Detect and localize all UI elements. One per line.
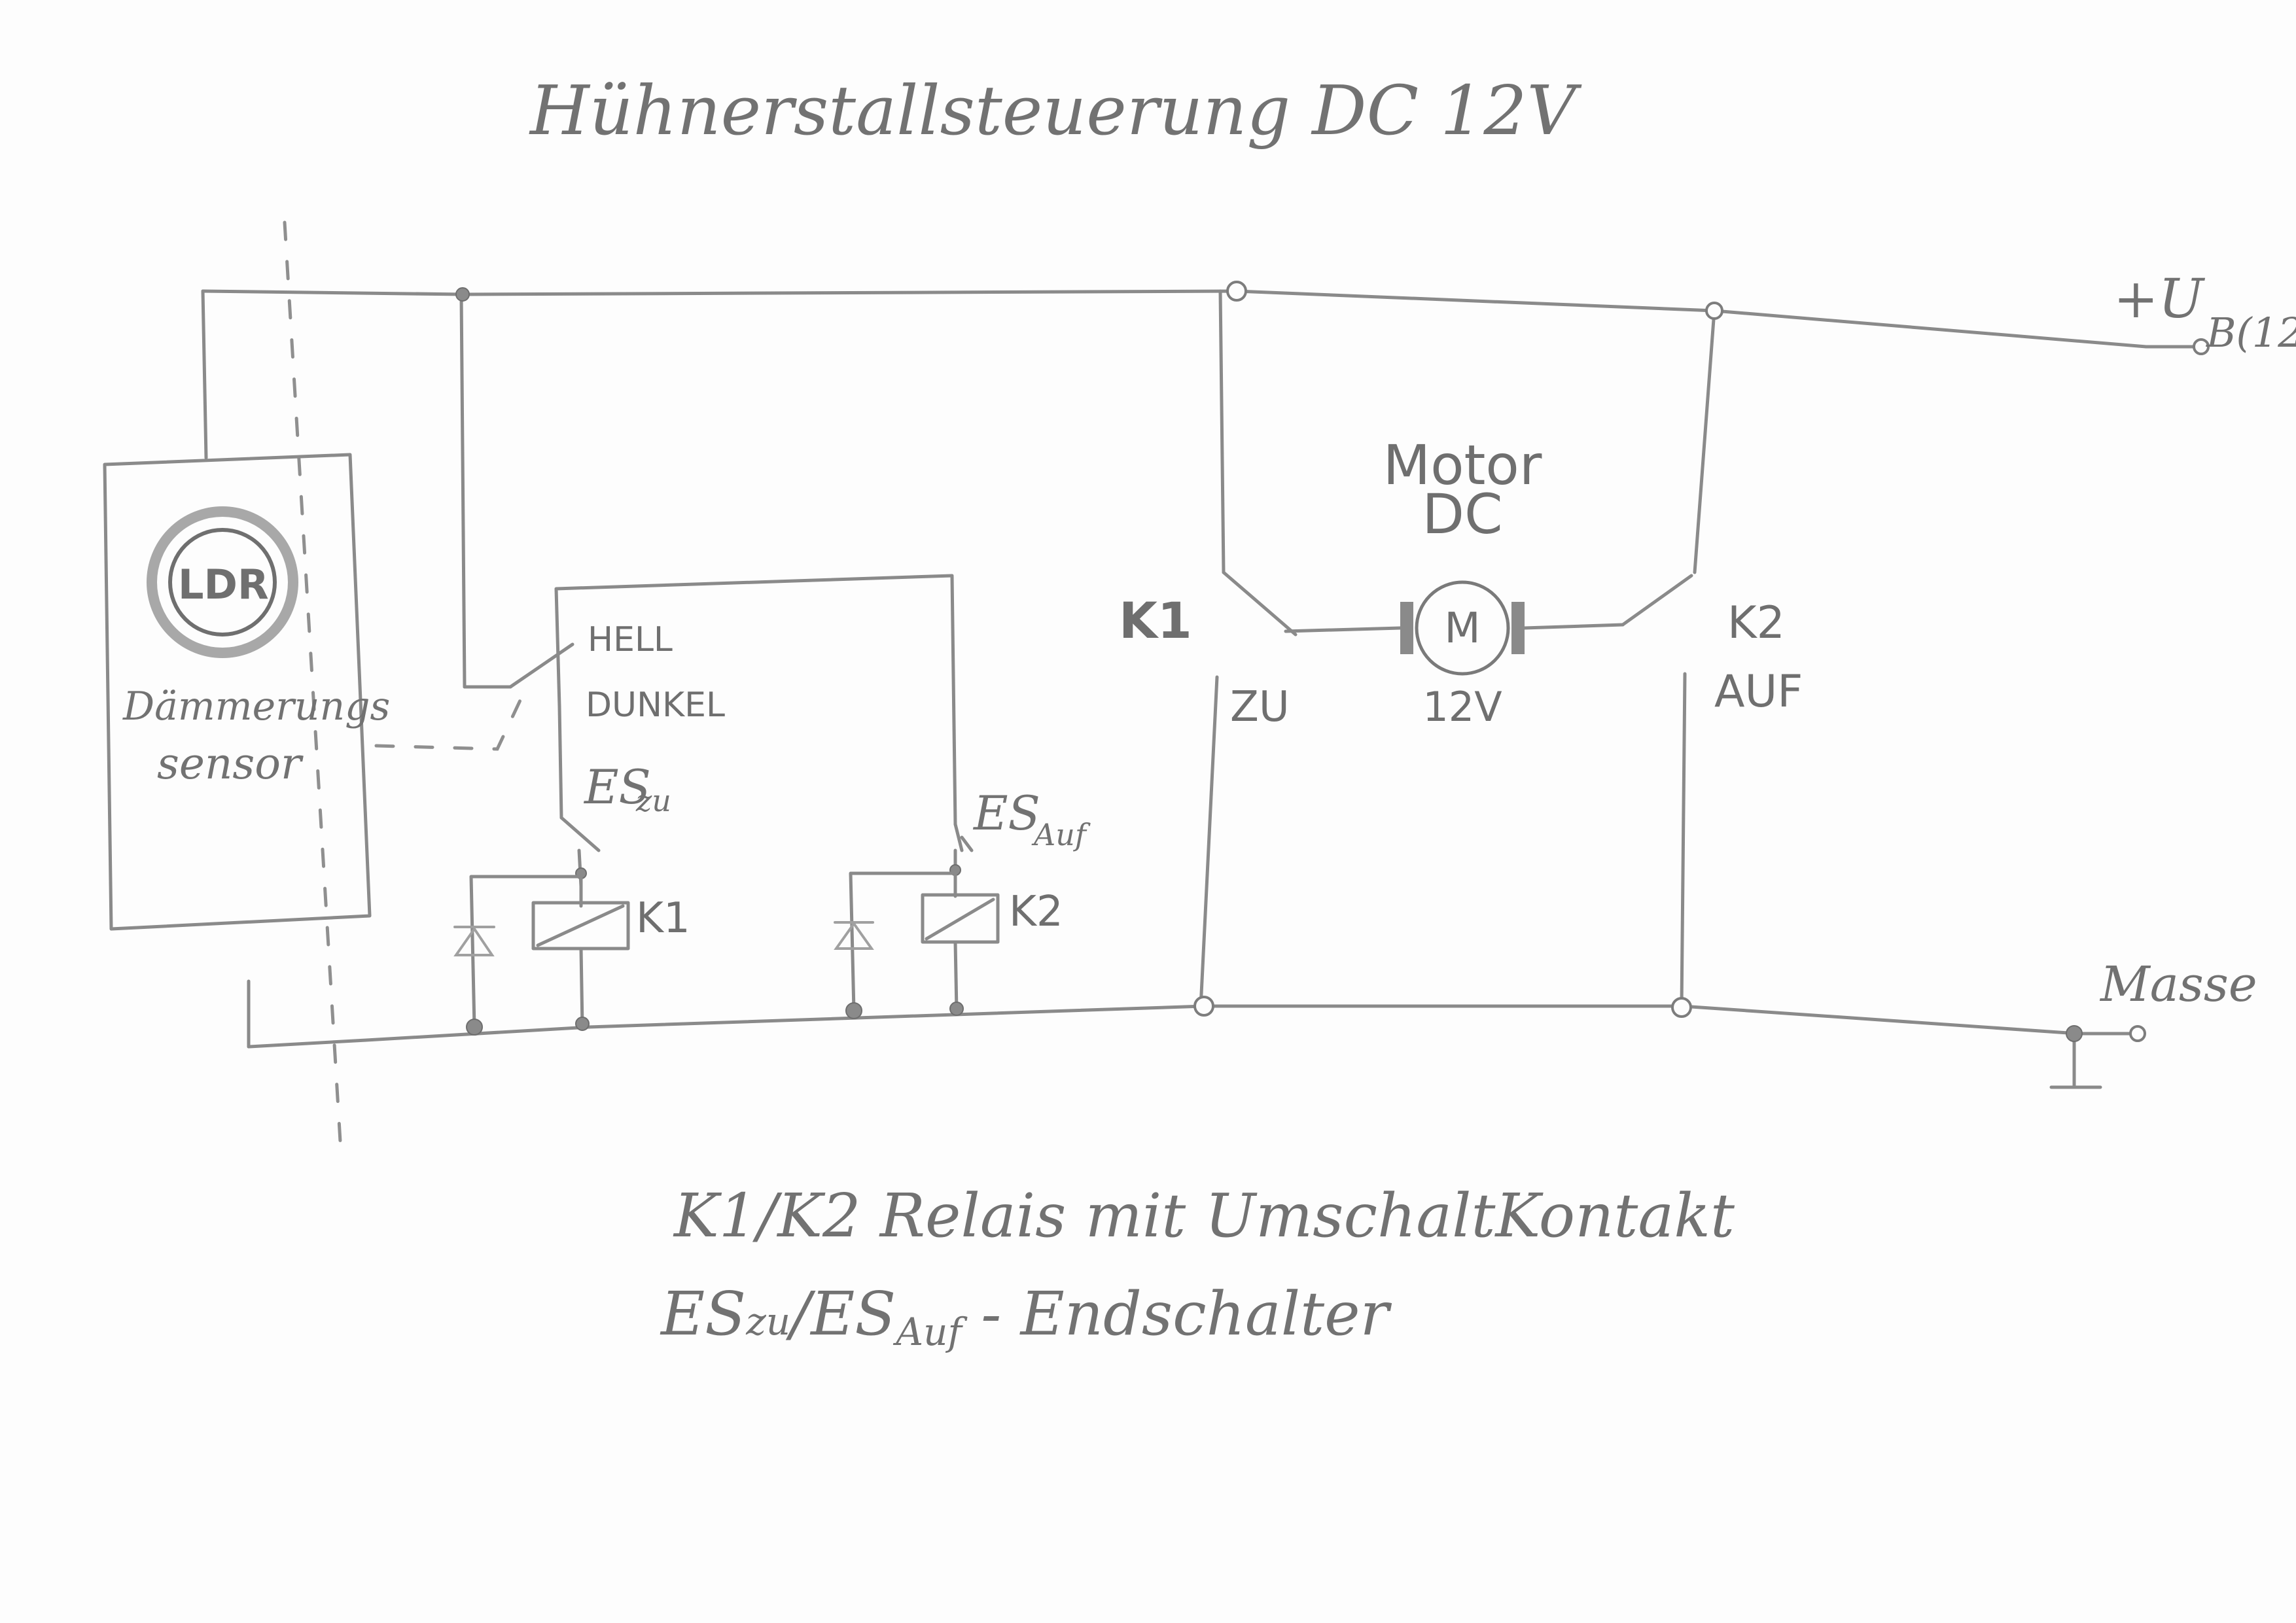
k1-contact-supply-wire (1218, 289, 1226, 574)
junction-dot (455, 287, 470, 302)
switch-blade (508, 642, 574, 689)
motor-icon (1415, 580, 1510, 676)
ground-rail (247, 1004, 2079, 1049)
es-zu-label-sub: zu (635, 783, 671, 818)
k2-contact-blade (1621, 574, 1693, 627)
k2-direction-label: AUF (1714, 666, 1803, 718)
motor-brush-left (1400, 602, 1413, 654)
ground-label: Masse (2099, 956, 2257, 1013)
es-auf-switch-blade (960, 835, 974, 852)
hell-contact-wire (554, 574, 957, 826)
note-zu-sub: zu (745, 1299, 790, 1344)
motor-label-line2: DC (1422, 482, 1502, 546)
diagram-title: Hühnerstallsteuerung DC 12V (529, 71, 1581, 150)
k2-coil-slash (925, 898, 995, 941)
k1-contact-blade (1222, 570, 1298, 637)
k1-contact-label: K1 (1119, 591, 1192, 650)
hell-supply-wire (459, 292, 467, 689)
note-limit-switches: ESzu/ESAuf - Endschalter (660, 1279, 1392, 1354)
junction-dot (466, 1019, 483, 1036)
ground-terminal (2129, 1025, 2146, 1042)
k1-diode-icon (453, 926, 495, 956)
junction-dot (575, 1017, 590, 1031)
sensor-coupling-dashed (374, 691, 525, 751)
motor-voltage-label: 12V (1422, 683, 1502, 731)
k1-direction-label: ZU (1230, 683, 1290, 731)
junction-dot (845, 1002, 862, 1019)
note-relays: K1/K2 Relais mit UmschaltKontakt (673, 1181, 1735, 1251)
junction-dot (1705, 302, 1723, 320)
junction-dot (1193, 996, 1214, 1017)
k2-contact-label: K2 (1727, 597, 1785, 649)
k2-coil (921, 893, 1000, 944)
supply-terminal (2193, 338, 2210, 355)
ldr-icon (168, 528, 277, 637)
motor-label-line1: Motor (1383, 433, 1542, 497)
supply-plus-subscript: B(12 (2206, 309, 2296, 357)
k1-diode-branch (469, 875, 583, 1029)
ldr-label: LDR (178, 561, 269, 608)
k1-relay-label: K1 (636, 894, 690, 943)
k1-contact-ground-wire (1199, 675, 1219, 1009)
note-endschalter: - Endschalter (962, 1279, 1392, 1349)
junction-dot (1226, 281, 1247, 302)
note-es-auf-prefix: /ES (785, 1279, 896, 1349)
note-es-prefix: ES (660, 1279, 746, 1349)
sensor-label-line1: Dämmerungs (122, 684, 390, 729)
k2-diode-icon (834, 921, 874, 950)
k2-contact-ground-wire (1680, 672, 1687, 1009)
switch-hell-label: HELL (588, 620, 673, 659)
dunkel-contact-wire (557, 705, 563, 820)
switch-dunkel-label: DUNKEL (586, 686, 725, 725)
motor-symbol: M (1444, 604, 1480, 653)
junction-dot (1671, 997, 1692, 1018)
twilight-sensor-box (103, 453, 372, 931)
supply-rail (201, 289, 2148, 349)
k2-diode-branch (849, 871, 957, 1013)
motor-left-wire (1284, 626, 1402, 633)
es-zu-label: ES (583, 759, 651, 814)
k1-coil-bottom-lead (579, 947, 584, 1029)
sensor-supply-lead (201, 289, 208, 460)
divider-dashed-line (283, 220, 342, 1143)
es-zu-switch-blade (559, 816, 601, 852)
k2-coil-bottom-lead (953, 940, 959, 1013)
ldr-outer-ring (147, 506, 298, 658)
es-auf-label-sub: Auf (1031, 817, 1091, 852)
es-auf-label: ES (972, 786, 1040, 841)
junction-dot (2066, 1025, 2083, 1042)
k1-coil-slash (536, 904, 625, 947)
supply-plus-label: +U (2113, 268, 2206, 330)
es-auf-upper-lead (953, 822, 964, 852)
k2-contact-supply-wire (1693, 309, 1716, 574)
motor-right-wire (1523, 623, 1625, 630)
motor-brush-right (1511, 602, 1525, 654)
k2-relay-label: K2 (1009, 888, 1063, 936)
junction-dot (949, 1002, 964, 1016)
note-auf-sub: Auf (892, 1310, 968, 1354)
sensor-label-line2: sensor (157, 739, 304, 789)
